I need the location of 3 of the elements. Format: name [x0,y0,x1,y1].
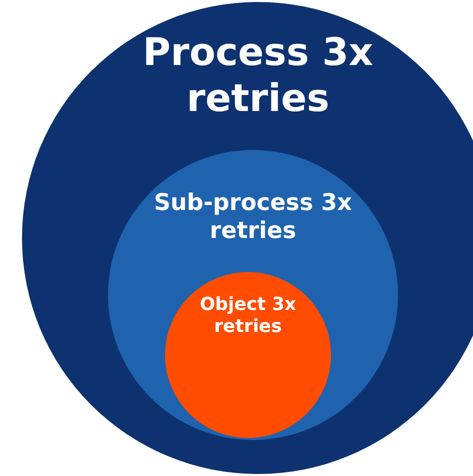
circle-label: Sub-process 3x retries [153,190,353,246]
circle-label: Object 3x retries [198,294,298,338]
circle-label: Process 3x retries [142,30,374,122]
